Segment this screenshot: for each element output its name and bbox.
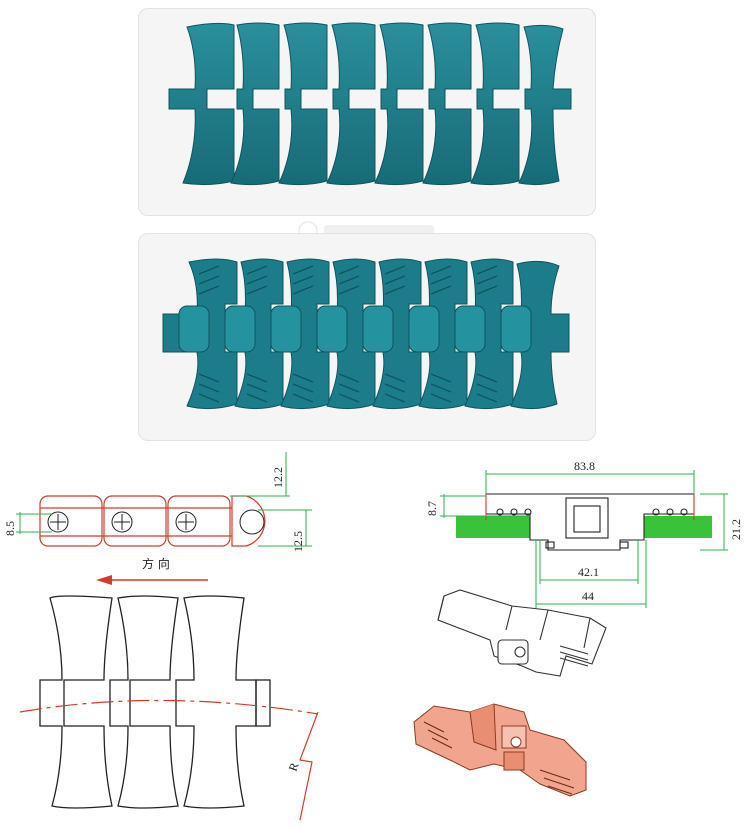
dim-slot-width: 42.1: [578, 565, 599, 579]
front-view-drawing: 83.8 8.7 42.1 44 21.2: [425, 459, 743, 608]
isometric-render: [413, 703, 587, 797]
radius-label: R: [286, 761, 302, 773]
isometric-line-drawing: [437, 589, 607, 677]
pitch-arc-line: [19, 699, 319, 821]
direction-arrow-icon: [96, 575, 208, 585]
chain-bottom-view-image: [162, 258, 570, 410]
chain-top-view-image: [168, 22, 572, 186]
dim-pitch-height: 12.2: [271, 467, 285, 488]
dim-guide-height: 8.7: [425, 501, 439, 516]
dim-pin-offset: 8.5: [3, 521, 17, 536]
top-view-drawing: [39, 595, 271, 809]
chain-bottom-view-photo: [138, 233, 596, 441]
dim-total-height: 21.2: [729, 519, 743, 540]
direction-label: 方 向: [142, 556, 170, 571]
dim-top-width: 83.8: [574, 459, 595, 473]
dim-link-height: 12.5: [291, 531, 305, 552]
side-view-drawing: 12.2 8.5 12.5 方 向: [3, 452, 312, 585]
dim-guide-width: 44: [582, 589, 594, 603]
chain-top-view-photo: [138, 8, 596, 216]
